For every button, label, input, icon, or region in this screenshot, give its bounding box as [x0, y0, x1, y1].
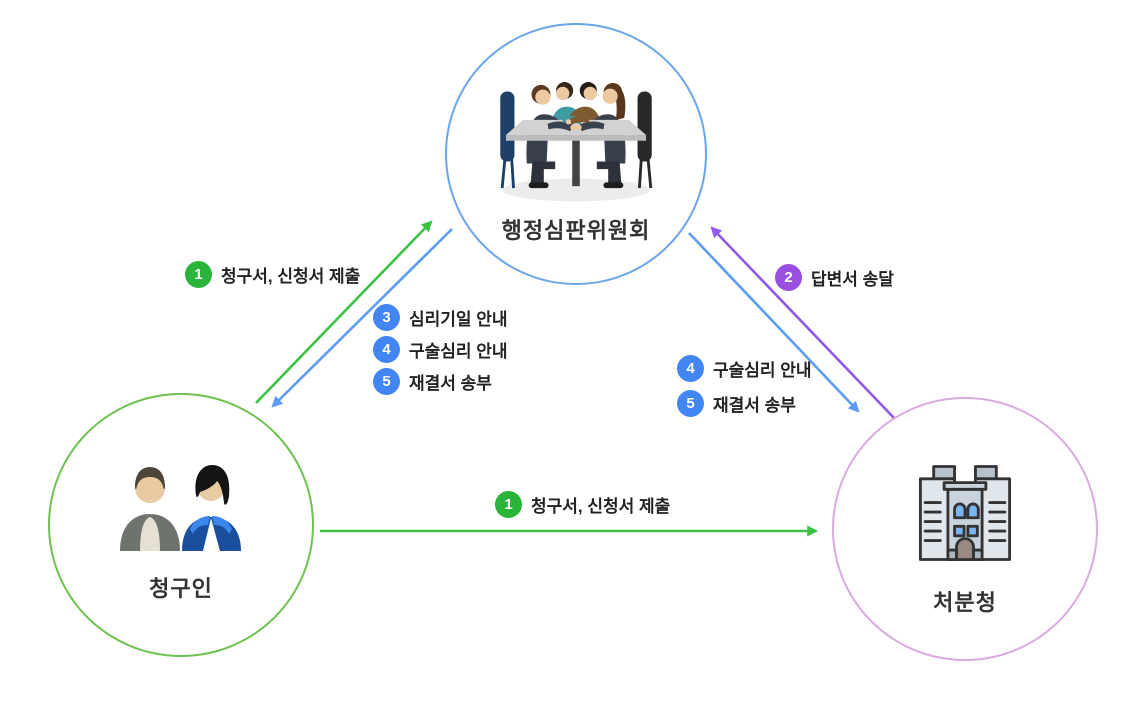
edge-label-agency-to-committee: 2 답변서 송달 — [775, 264, 894, 291]
meeting-table-icon — [500, 82, 653, 202]
edge-label-claimant-to-committee: 1 청구서, 신청서 제출 — [185, 261, 360, 288]
step-label: 청구서, 신청서 제출 — [221, 267, 361, 286]
two-people-icon — [120, 465, 241, 551]
process-step: 3 심리기일 안내 — [373, 304, 508, 331]
process-step: 4 구술심리 안내 — [373, 336, 508, 363]
step-label: 구술심리 안내 — [409, 342, 508, 361]
process-step: 5 재결서 송부 — [677, 390, 812, 417]
step-label: 청구서, 신청서 제출 — [531, 497, 671, 516]
node-label-claimant: 청구인 — [149, 576, 213, 601]
step-number-badge: 1 — [185, 261, 212, 288]
process-step: 4 구술심리 안내 — [677, 355, 812, 382]
node-committee: 행정심판위원회 — [445, 23, 707, 285]
edge-label-committee-to-claimant: 3 심리기일 안내 4 구술심리 안내 5 재결서 송부 — [373, 304, 508, 395]
step-label: 재결서 송부 — [713, 396, 796, 415]
arrow-committee-to-claimant — [271, 228, 453, 408]
process-step: 2 답변서 송달 — [775, 264, 894, 291]
arrow-agency-to-committee — [710, 226, 896, 420]
step-number-badge: 1 — [495, 491, 522, 518]
node-label-committee: 행정심판위원회 — [501, 218, 651, 243]
step-number-badge: 4 — [373, 336, 400, 363]
arrow-committee-to-agency — [688, 232, 860, 413]
step-label: 구술심리 안내 — [713, 361, 812, 380]
process-step: 1 청구서, 신청서 제출 — [495, 491, 670, 518]
step-label: 심리기일 안내 — [409, 310, 508, 329]
step-number-badge: 2 — [775, 264, 802, 291]
step-number-badge: 3 — [373, 304, 400, 331]
step-number-badge: 5 — [677, 390, 704, 417]
process-step: 5 재결서 송부 — [373, 368, 508, 395]
edge-label-committee-to-agency: 4 구술심리 안내 5 재결서 송부 — [677, 355, 812, 417]
step-number-badge: 5 — [373, 368, 400, 395]
process-step: 1 청구서, 신청서 제출 — [185, 261, 360, 288]
edge-label-claimant-to-agency: 1 청구서, 신청서 제출 — [495, 491, 670, 518]
node-claimant: 청구인 — [48, 393, 314, 657]
step-label: 답변서 송달 — [811, 270, 894, 289]
node-label-agency: 처분청 — [933, 590, 997, 615]
government-building-icon — [918, 465, 1012, 561]
step-number-badge: 4 — [677, 355, 704, 382]
node-agency: 처분청 — [832, 397, 1098, 661]
step-label: 재결서 송부 — [409, 374, 492, 393]
arrow-claimant-to-committee — [255, 220, 433, 404]
